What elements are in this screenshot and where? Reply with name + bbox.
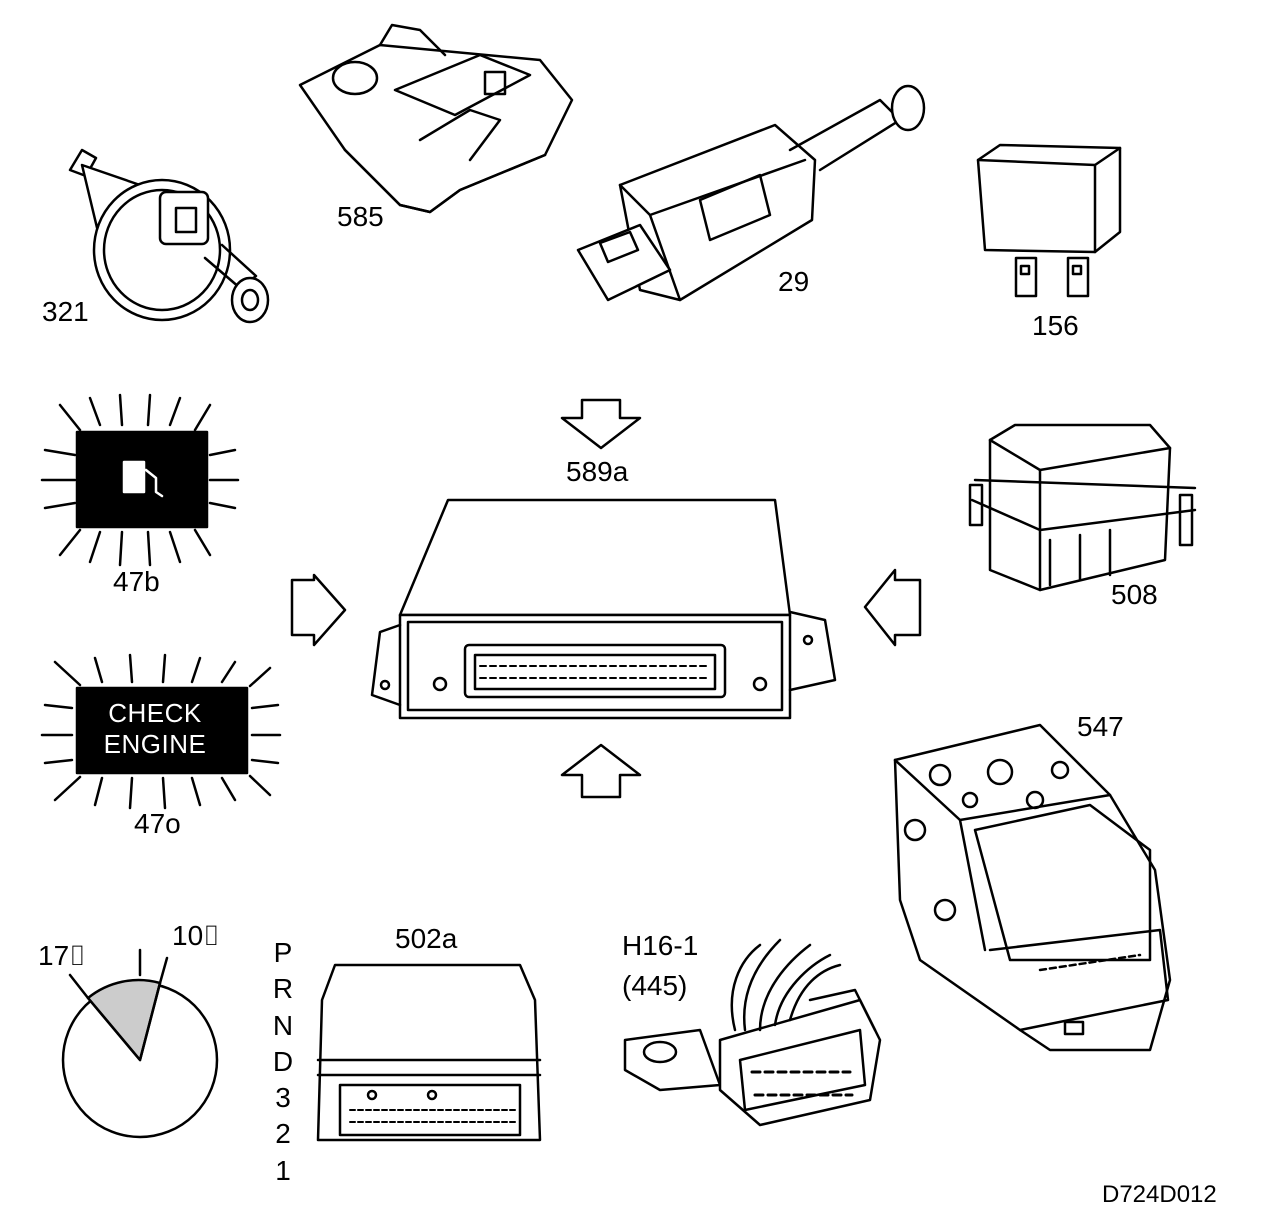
switch-29-drawing — [576, 84, 926, 302]
gear-position: 1 — [275, 1154, 291, 1186]
gear-position: R — [272, 973, 294, 1005]
ecu-589a-drawing — [370, 498, 837, 720]
lamp-text-line1: CHECK — [108, 698, 202, 728]
gear-position-list: P R N D 3 2 1 — [270, 935, 296, 1189]
gauge-label-left: 17⌷ — [38, 940, 86, 971]
arrow-right — [863, 568, 922, 647]
valve-321-drawing — [68, 148, 270, 324]
label-589a: 589a — [566, 456, 629, 487]
check-engine-lamp-47o-drawing — [40, 653, 282, 810]
label-321: 321 — [42, 296, 89, 327]
abs-unit-547-drawing — [893, 723, 1172, 1052]
label-h16-1: H16-1 — [622, 930, 699, 961]
gear-position: 3 — [275, 1082, 291, 1114]
gear-position: 2 — [275, 1118, 291, 1150]
arrow-top — [560, 398, 642, 450]
label-585: 585 — [337, 201, 384, 232]
label-47o: 47o — [134, 808, 181, 839]
label-445: (445) — [622, 970, 688, 1001]
gauge-label-right: 10⌷ — [172, 920, 220, 951]
figure-code: D724D012 — [1102, 1181, 1217, 1208]
fuel-lamp-47b-drawing — [40, 393, 240, 567]
gear-position: P — [273, 937, 293, 968]
control-module-502a-drawing — [316, 963, 542, 1142]
lamp-text-line2: ENGINE — [103, 729, 207, 759]
check-engine-lamp-text: CHECK ENGINE — [80, 698, 230, 760]
relay-box-508-drawing — [968, 423, 1197, 592]
gear-position: D — [272, 1045, 294, 1077]
label-156: 156 — [1032, 310, 1079, 341]
label-502a: 502a — [395, 923, 458, 954]
label-47b: 47b — [113, 566, 160, 597]
label-547: 547 — [1077, 711, 1124, 742]
module-585-drawing — [298, 23, 574, 214]
label-29: 29 — [778, 266, 810, 297]
arrow-left — [290, 573, 347, 647]
diagnostic-connector-h16-drawing — [623, 938, 882, 1127]
arrow-bottom — [560, 743, 642, 799]
gear-position: N — [272, 1009, 294, 1041]
relay-156-drawing — [976, 143, 1122, 298]
label-508: 508 — [1111, 579, 1158, 610]
temperature-gauge-drawing — [61, 948, 219, 1139]
